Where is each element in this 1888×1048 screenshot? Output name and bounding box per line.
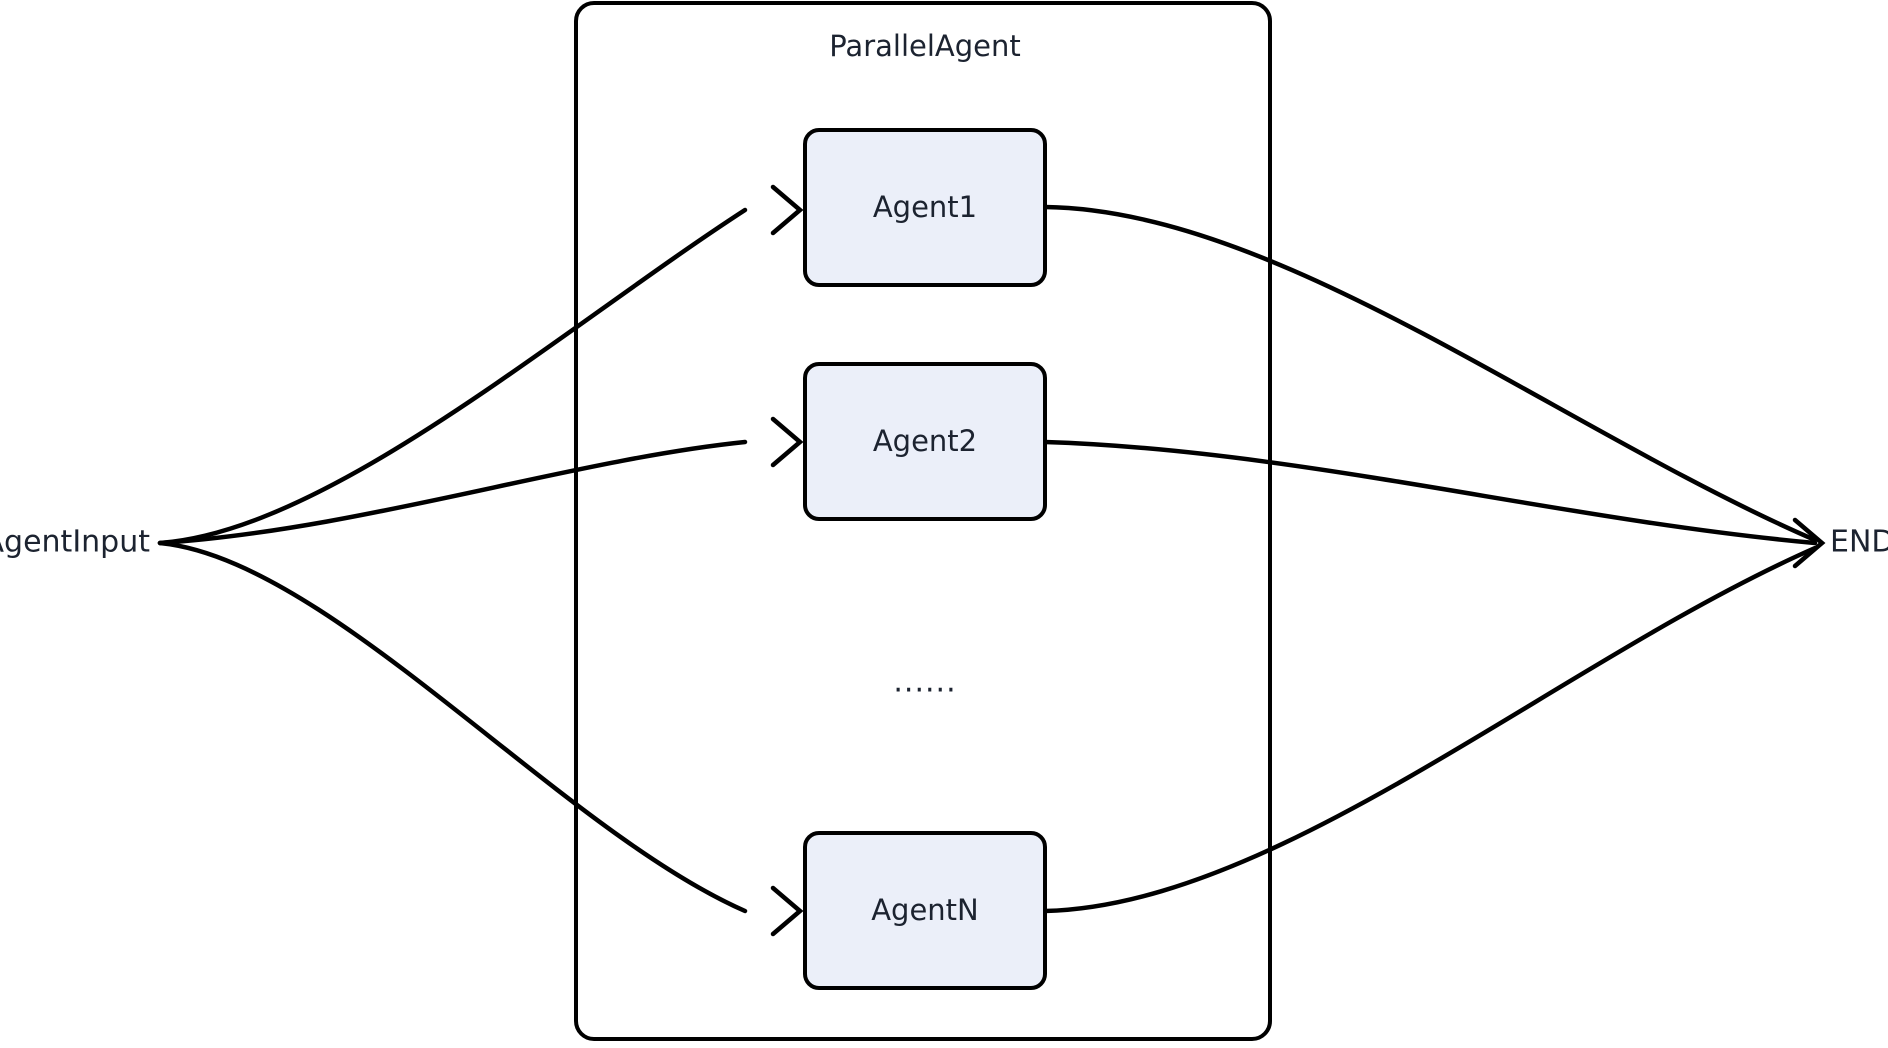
node-agent2-label: Agent2 [873, 424, 977, 458]
arrowhead-icon-agentN [770, 885, 804, 937]
ellipsis-label: ...... [893, 665, 956, 700]
parallel-agent-container [574, 1, 1272, 1041]
edge-agentN-to-end [1042, 545, 1818, 914]
arrowhead-icon-agent1 [770, 184, 804, 236]
terminal-agent-input-label: AgentInput [0, 525, 150, 560]
edge-agent2-to-end [1042, 439, 1818, 546]
edge-input-to-agentN [157, 540, 748, 914]
edge-input-to-agent2 [157, 439, 748, 546]
node-agent1[interactable] [803, 128, 1047, 287]
node-agentn-label: AgentN [871, 893, 979, 927]
parallel-agent-container-label: ParallelAgent [829, 29, 1021, 63]
node-agent1-label: Agent1 [873, 190, 977, 224]
edge-agent1-to-end [1042, 204, 1818, 543]
arrowhead-icon-end [1792, 517, 1826, 569]
node-agent2[interactable] [803, 362, 1047, 521]
edge-input-to-agent1 [157, 207, 748, 546]
terminal-end-label: END [1830, 525, 1888, 560]
arrowhead-icon-agent2 [770, 416, 804, 468]
node-agentn[interactable] [803, 831, 1047, 990]
